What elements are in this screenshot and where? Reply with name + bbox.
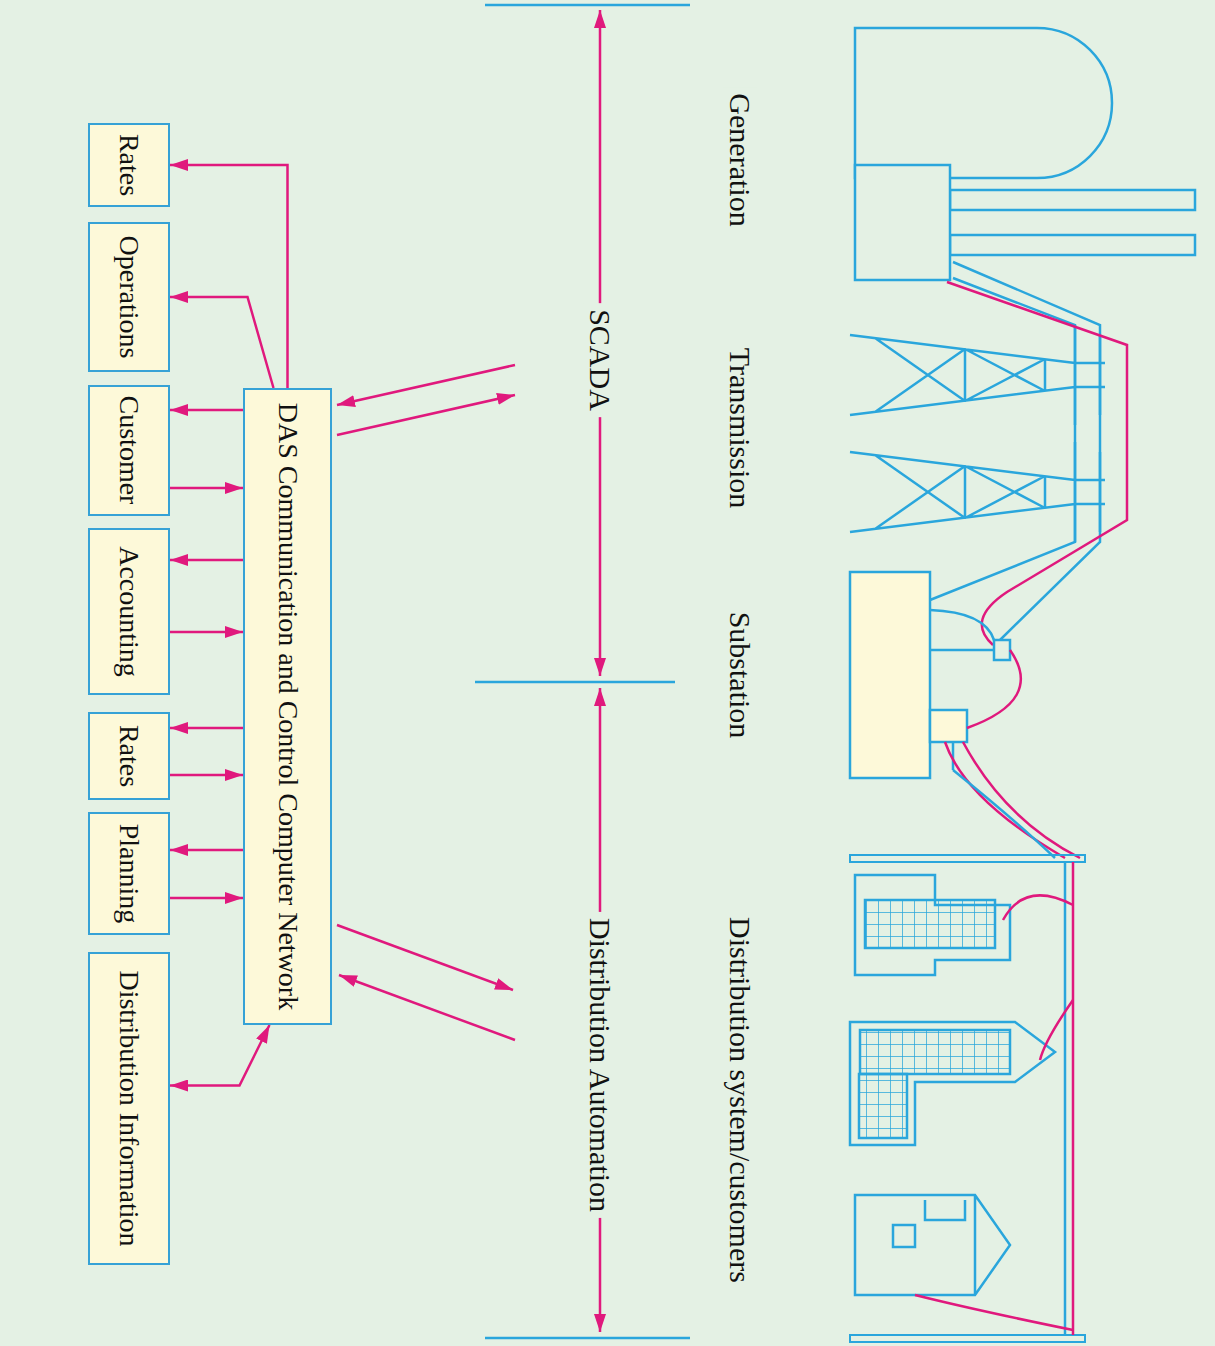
data-arrow — [337, 365, 515, 405]
distribution-line — [1064, 862, 1067, 1335]
office-building — [855, 875, 1010, 975]
function-box: Planning — [88, 812, 170, 935]
transmission-tower — [850, 325, 1105, 425]
box-label: Rates — [114, 725, 145, 787]
box-label: Customer — [114, 396, 145, 505]
data-flow-arrow — [170, 897, 243, 900]
box-label: Planning — [114, 824, 145, 924]
stage-label: Distribution system/customers — [724, 911, 757, 1289]
house-door — [925, 1200, 965, 1220]
box-label: Operations — [114, 236, 145, 359]
box-label: Distribution Information — [114, 970, 145, 1246]
stage-label: Transmission — [724, 342, 757, 515]
chimney — [950, 190, 1195, 210]
communication-line — [1072, 862, 1075, 1335]
communication-line — [945, 742, 1080, 858]
data-flow-arrow — [170, 631, 243, 634]
building-windows — [860, 1030, 1010, 1074]
box-label: Accounting — [114, 546, 145, 677]
function-box: Accounting — [88, 528, 170, 695]
network-box: DAS Communication and Control Computer N… — [243, 388, 332, 1025]
data-arrow — [337, 925, 513, 990]
distribution-pole — [850, 855, 1085, 862]
transmission-wire — [930, 278, 1075, 600]
function-box: Distribution Information — [88, 952, 170, 1265]
system-label: SCADA — [584, 303, 617, 417]
substation-building — [850, 572, 930, 778]
function-box: Customer — [88, 385, 170, 516]
customer-drop — [915, 895, 1073, 1330]
house — [855, 1195, 1010, 1295]
communication-line — [947, 282, 1127, 645]
data-flow-arrow — [170, 774, 243, 777]
power-plant — [855, 28, 1195, 280]
plant-building — [855, 165, 950, 280]
function-box: Rates — [88, 123, 170, 207]
dome — [855, 28, 1112, 178]
communication-line — [967, 650, 1021, 728]
function-box: Rates — [88, 712, 170, 800]
distribution-pole — [850, 1335, 1085, 1342]
box-label: Rates — [114, 134, 145, 196]
house-window — [893, 1225, 915, 1247]
building-windows — [865, 900, 995, 948]
substation-bus — [930, 610, 994, 770]
stage-label: Generation — [724, 87, 757, 232]
data-flow-arrow — [170, 849, 243, 852]
tower-building — [850, 1022, 1055, 1145]
function-box: Operations — [88, 222, 170, 372]
data-flow-arrow — [170, 1025, 270, 1086]
chimney — [950, 235, 1195, 255]
stage-label: Substation — [724, 606, 757, 745]
transmission-tower — [850, 442, 1105, 542]
feeder-line — [953, 770, 1055, 858]
data-flow-arrow — [170, 297, 274, 388]
substation-equipment — [930, 710, 967, 742]
system-label: Distribution Automation — [584, 912, 617, 1218]
data-arrow — [339, 975, 515, 1040]
transmission-wire — [953, 262, 1100, 640]
data-flow-arrow — [170, 165, 288, 388]
customer-buildings — [850, 875, 1055, 1295]
data-arrow — [337, 395, 515, 435]
data-flow-arrow — [170, 727, 243, 730]
extent-tick — [475, 5, 690, 1338]
box-label: DAS Communication and Control Computer N… — [272, 403, 303, 1010]
building-windows — [859, 1074, 907, 1138]
substation-equipment — [994, 640, 1010, 660]
data-flow-arrow — [170, 409, 243, 412]
data-flow-arrow — [170, 487, 243, 490]
data-flow-arrow — [170, 559, 243, 562]
